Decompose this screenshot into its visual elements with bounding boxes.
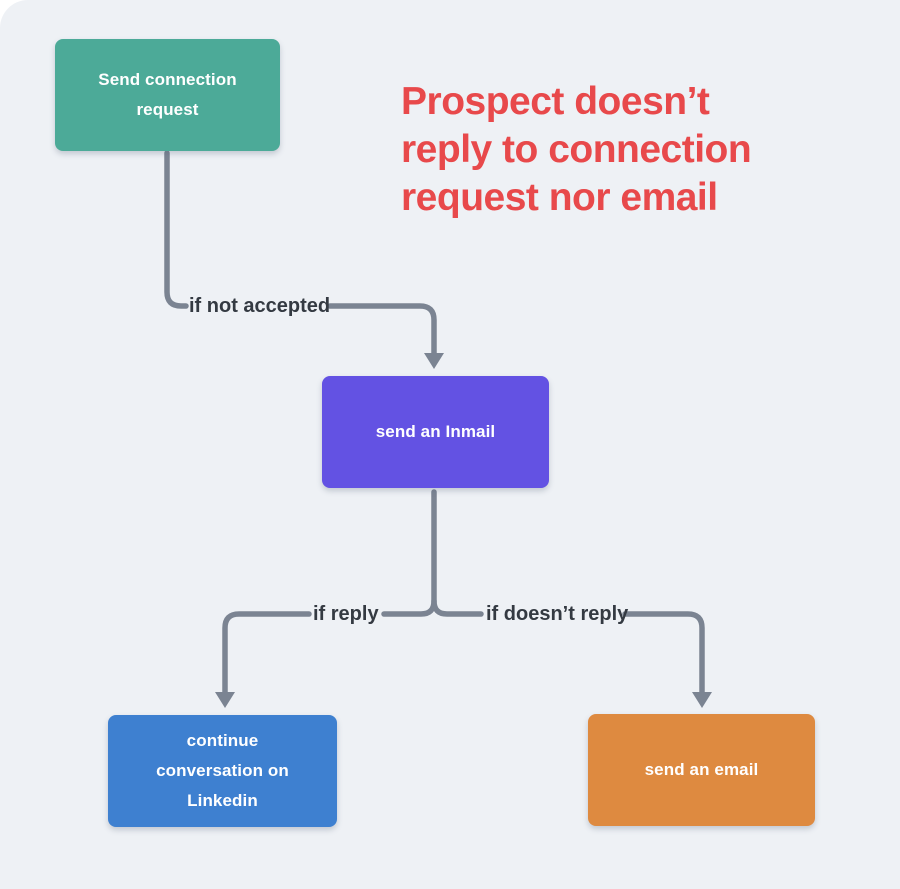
node-send-an-inmail: send an Inmail <box>322 376 549 488</box>
diagram-title: Prospect doesn’t reply to connection req… <box>401 78 821 222</box>
edge-if-not-accepted-line-start <box>164 150 189 309</box>
edge-if-doesnt-reply-line-end <box>622 611 705 696</box>
arrowhead-to-continue-conversation <box>215 692 235 708</box>
node-send-connection-request: Send connection request <box>55 39 280 151</box>
edge-if-reply-line-end <box>222 611 312 696</box>
edge-if-not-accepted-line-end <box>327 303 437 357</box>
edge-if-reply-line-start <box>381 489 437 617</box>
diagram-title-line-1: Prospect doesn’t <box>401 80 710 123</box>
diagram-title-line-2: reply to connection <box>401 128 752 171</box>
diagram-title-line-3: request nor email <box>401 176 718 219</box>
node-continue-conversation-on-linkedin: continue conversation on Linkedin <box>108 715 337 827</box>
node-send-an-email: send an email <box>588 714 815 826</box>
edge-label-if-doesnt-reply: if doesn’t reply <box>486 603 629 625</box>
node-send-an-email-label: send an email <box>644 760 759 779</box>
edge-label-if-not-accepted: if not accepted <box>189 295 331 317</box>
node-send-an-inmail-label: send an Inmail <box>375 422 496 441</box>
edge-label-if-reply: if reply <box>313 603 379 625</box>
arrowhead-to-send-email <box>692 692 712 708</box>
arrowhead-to-send-inmail <box>424 353 444 369</box>
edge-if-doesnt-reply-line-start <box>431 598 484 617</box>
node-send-connection-request-label: Send connection request <box>98 70 237 119</box>
node-continue-conversation-on-linkedin-label: continue conversation on Linkedin <box>156 731 289 810</box>
